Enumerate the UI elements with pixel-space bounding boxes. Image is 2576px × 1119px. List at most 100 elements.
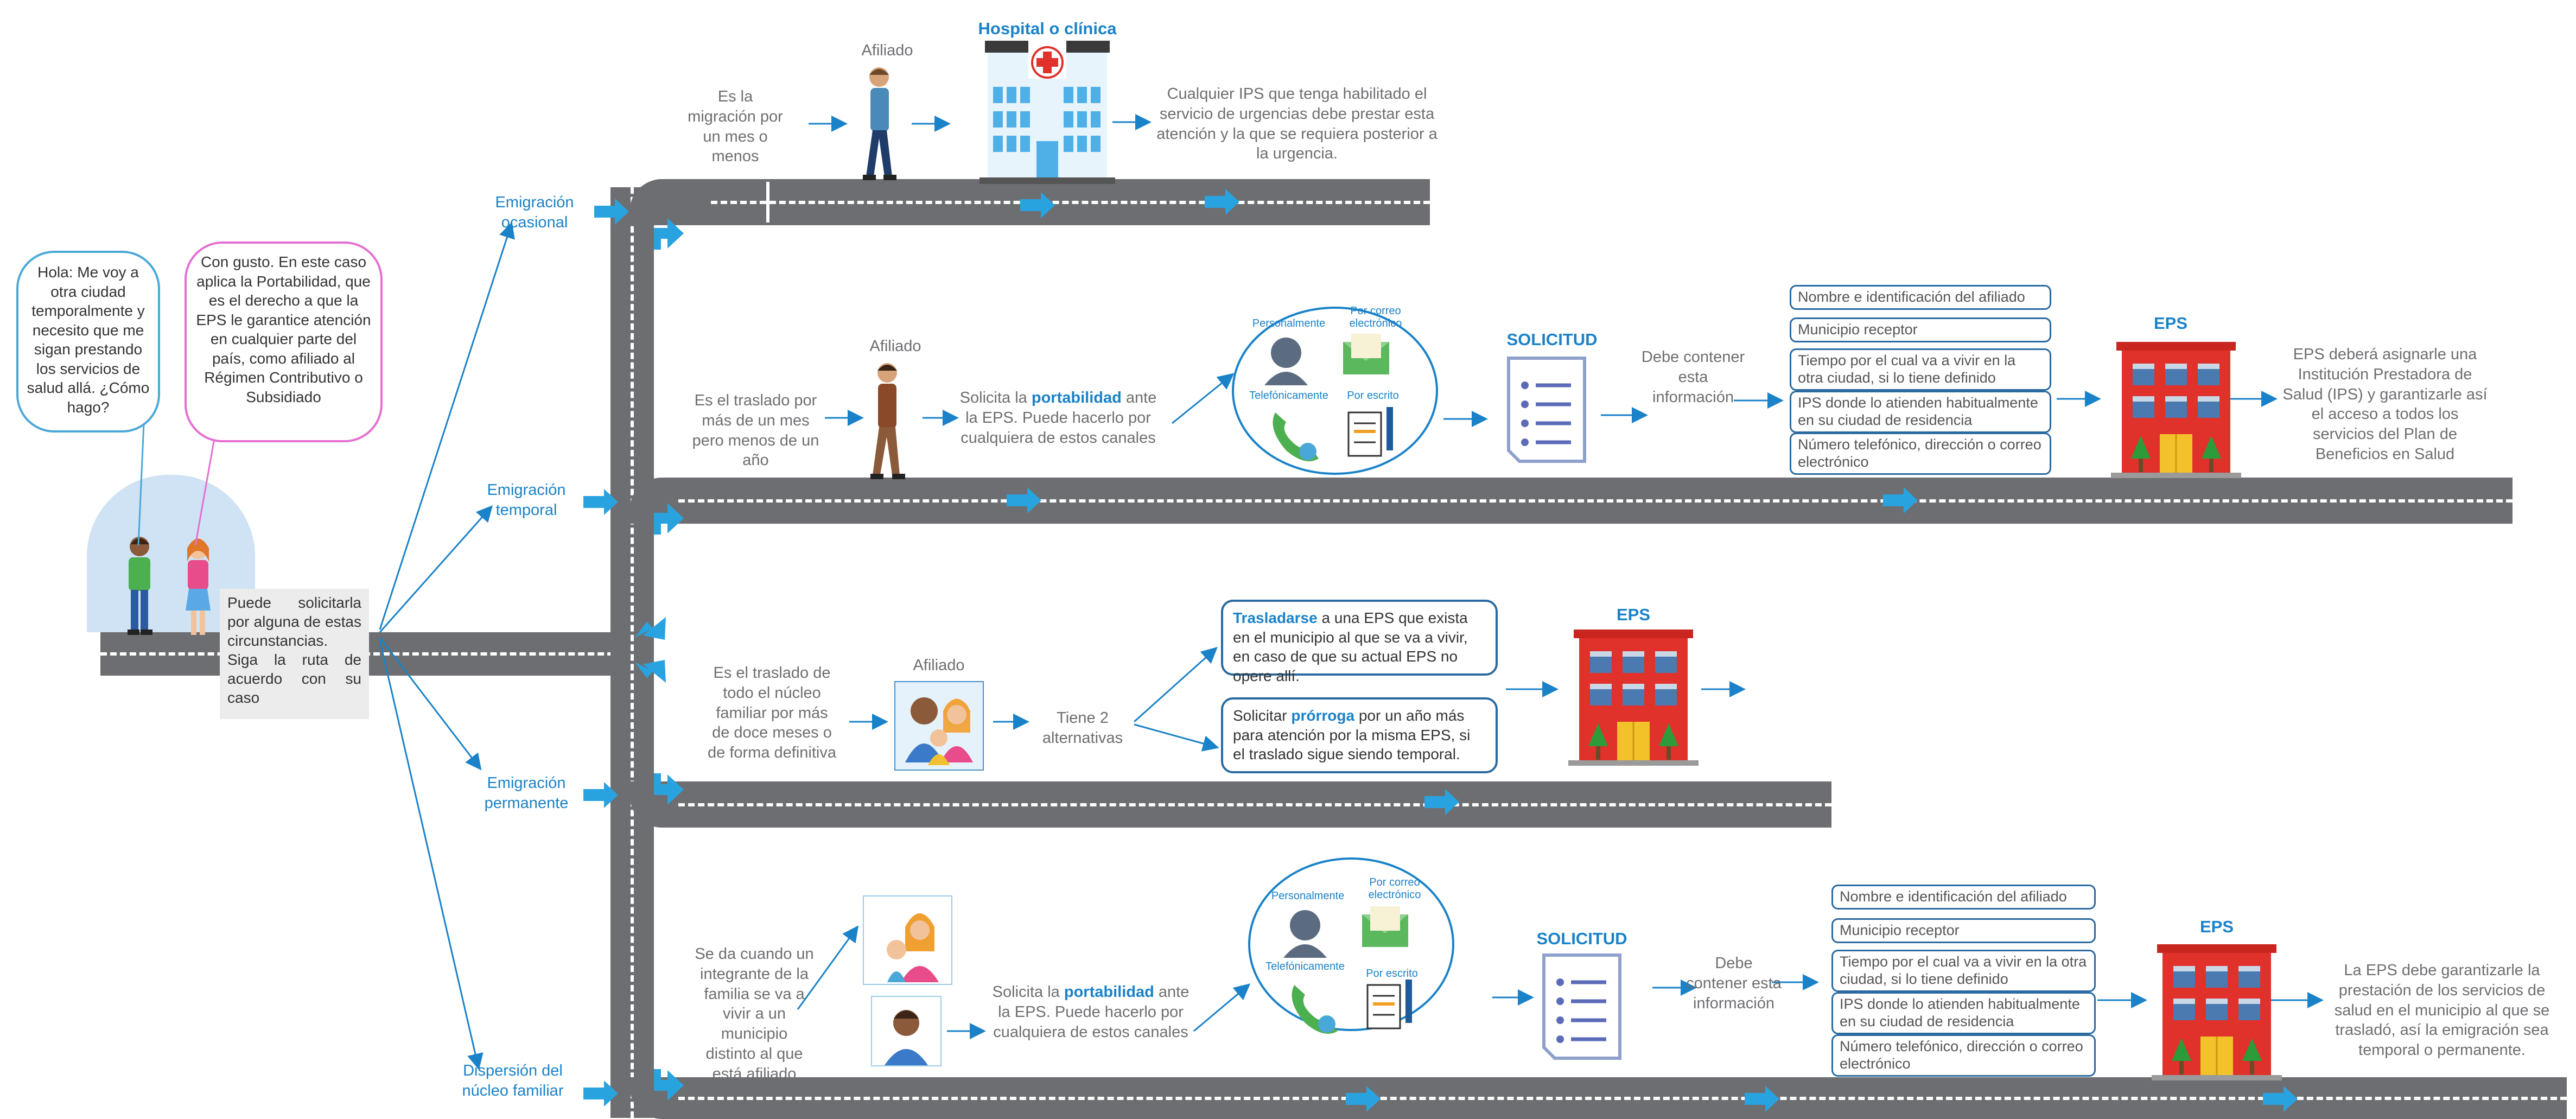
row4-channel-personal: Personalmente [1271, 890, 1345, 902]
label-emigracion-permanente: Emigración permanente [484, 774, 569, 812]
row4-eps-building-icon [2152, 944, 2282, 1080]
flow-arrow [1134, 723, 1219, 752]
flow-arrow [1133, 646, 1218, 723]
road-arrow [1205, 189, 1239, 215]
person-silhouette-icon [1283, 910, 1327, 958]
email-icon [1343, 334, 1389, 374]
row4-result: La EPS debe garantizarle la prestación d… [2334, 962, 2550, 1059]
row4-solicita-bold: portabilidad [1064, 983, 1154, 1001]
road-arrow [2263, 1086, 2298, 1112]
email-icon [1362, 906, 1408, 947]
row3-alt2-pre: Solicitar [1233, 707, 1292, 724]
row2-solicitud-title: SOLICITUD [1506, 330, 1598, 349]
advisor-speech-text: Con gusto. En este caso aplica la Portab… [196, 253, 371, 405]
row4-info-item: IPS donde lo atienden habitualmente en s… [1831, 992, 2096, 1034]
branch-arrow [583, 782, 618, 808]
row2-solicita-post: ante la EPS. Puede hacerlo por cualquier… [961, 389, 1157, 447]
branch-arrow [583, 1080, 618, 1107]
advisor-speech-bubble: Con gusto. En este caso aplica la Portab… [185, 241, 383, 442]
road-arrow [1883, 487, 1918, 513]
branch-line [379, 640, 484, 1070]
phone-icon [1292, 985, 1338, 1034]
row2-channel-written: Por escrito [1347, 390, 1399, 402]
row1-description: Es la migración por un mes o menos [688, 88, 783, 166]
row2-eps-building-icon [2111, 342, 2241, 478]
branch-line [379, 505, 493, 633]
row1-afiliado-label: Afiliado [861, 42, 913, 59]
row4-info-item: Municipio receptor [1831, 918, 2096, 943]
flow-arrow [1193, 983, 1251, 1032]
row4-solicitud-doc-icon [1542, 953, 1621, 1060]
branch-line [379, 221, 515, 630]
row2-solicita-pre: Solicita la [959, 389, 1027, 406]
row2-debe-contener: Debe contener esta información [1641, 348, 1745, 406]
road-arrow [1424, 789, 1459, 815]
row3-eps-building-icon [1568, 630, 1699, 766]
advisor-icon [186, 538, 211, 635]
road-arrow [1007, 487, 1041, 513]
row3-alt1-bold: Trasladarse [1233, 609, 1318, 626]
walking-person-icon [870, 363, 905, 479]
turn-arrow [654, 1069, 684, 1101]
row3-alternativas: Tiene 2 alternativas [1042, 709, 1123, 747]
row2-info-item: Nombre e identificación del afiliado [1790, 285, 2051, 310]
label-emigracion-ocasional: Emigración ocasional [495, 194, 574, 231]
row2-result: EPS deberá asignarle una Institución Pre… [2282, 346, 2488, 463]
row4-channel-phone: Telefónicamente [1265, 961, 1345, 972]
row4-solicitud-title: SOLICITUD [1536, 929, 1627, 948]
row2-afiliado-label: Afiliado [869, 338, 921, 355]
person-icon [128, 537, 152, 635]
turn-arrow [654, 503, 684, 535]
row4-info-item: Tiempo por el cual va a vivir en la otra… [1831, 950, 2096, 992]
row3-alt1-rest: a una EPS que exista en el municipio al … [1233, 609, 1468, 684]
written-document-icon [1366, 980, 1412, 1029]
row4-solicita-pre: Solicita la [992, 983, 1060, 1001]
row3-description: Es el traslado de todo el núcleo familia… [708, 664, 836, 762]
row4-description: Se da cuando un integrante de la familia… [695, 945, 814, 1083]
instruction-note: Puede solicitarla por alguna de estas ci… [220, 589, 369, 719]
phone-icon [1273, 412, 1319, 461]
bubble-tails [137, 423, 218, 546]
row4-info-item: Número telefónico, dirección o correo el… [1831, 1034, 2096, 1077]
junction-arrow [635, 617, 666, 640]
family-icon [894, 681, 984, 771]
hospital-icon [979, 41, 1115, 184]
row2-channel-personal: Personalmente [1252, 317, 1326, 329]
road-arrow [1020, 192, 1055, 218]
junction-arrow [635, 660, 666, 683]
row2-eps-title: EPS [2153, 314, 2188, 333]
label-emigracion-temporal: Emigración temporal [487, 481, 566, 519]
row4-channels-circle [1248, 857, 1454, 1031]
row2-info-item: Tiempo por el cual va a vivir en la otra… [1790, 348, 2051, 391]
row3-alt2-bold: prórroga [1291, 707, 1355, 724]
road-row3 [629, 781, 1831, 828]
row3-eps-title: EPS [1616, 605, 1651, 624]
branch-arrow [583, 489, 618, 515]
row2-channel-email: Por correo electrónico [1349, 305, 1402, 329]
row2-channels-circle [1232, 307, 1438, 475]
written-document-icon [1347, 407, 1393, 457]
person-speech-bubble: Hola: Me voy a otra ciudad temporalmente… [16, 251, 160, 433]
row4-channel-email: Por correo electrónico [1368, 876, 1421, 901]
label-dispersion-nucleo: Dispersión del núcleo familiar [462, 1062, 564, 1099]
row4-channel-icons [1283, 906, 1412, 1034]
row3-alt2-rest: por un año más para atención por la mism… [1233, 707, 1471, 763]
road-row2 [629, 478, 2513, 524]
turn-arrow [654, 218, 684, 250]
row4-info-item: Nombre e identificación del afiliado [1831, 885, 2096, 910]
main-road [100, 632, 643, 676]
row4-solicita: Solicita la portabilidad ante la EPS. Pu… [988, 982, 1194, 1042]
mother-child-icon [863, 895, 952, 985]
road-row1-divider [766, 182, 769, 222]
branch-line [379, 637, 482, 771]
row2-info-item: Número telefónico, dirección o correo el… [1790, 433, 2051, 475]
row2-channel-phone: Telefónicamente [1249, 390, 1328, 402]
vertical-road [610, 187, 654, 1118]
road-row4 [629, 1077, 2567, 1119]
road-arrow [1346, 1086, 1381, 1112]
branch-arrow [594, 199, 629, 225]
row4-channel-written: Por escrito [1366, 968, 1418, 980]
son-icon [871, 996, 942, 1066]
road-arrow [1745, 1086, 1779, 1112]
